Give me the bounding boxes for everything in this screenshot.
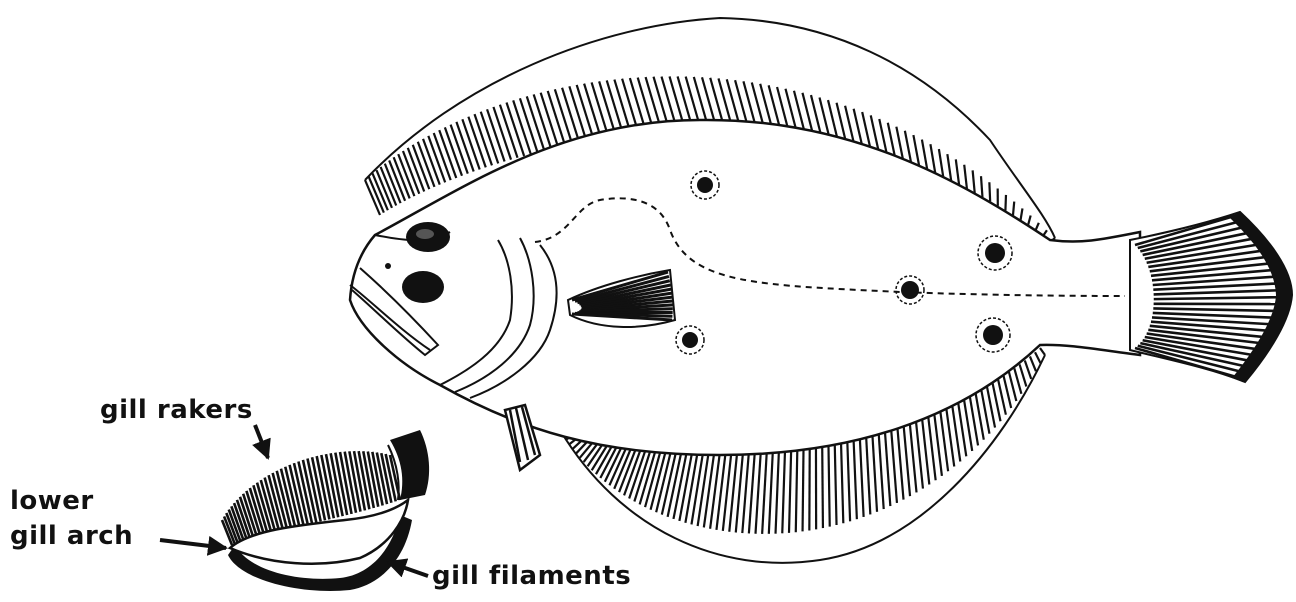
- anal-ray: [685, 450, 698, 523]
- anal-ray: [866, 435, 870, 515]
- anal-ray: [828, 443, 829, 527]
- anal-ray: [789, 448, 791, 533]
- dorsal-ray: [981, 176, 982, 197]
- anal-ray: [835, 442, 837, 525]
- anal-ray: [1020, 364, 1027, 386]
- anal-ray: [910, 422, 917, 493]
- anal-ray: [1040, 348, 1045, 355]
- dorsal-ray: [527, 96, 545, 150]
- anal-ray: [841, 440, 843, 523]
- anal-ray: [847, 439, 850, 521]
- dorsal-ray: [964, 165, 967, 189]
- anal-ray: [698, 451, 709, 526]
- anal-ray: [769, 450, 773, 534]
- anal-ray: [916, 419, 923, 488]
- anal-ray: [1035, 352, 1041, 363]
- anal-ray: [1025, 360, 1031, 378]
- anal-ray: [691, 451, 703, 525]
- anal-ray: [885, 430, 891, 506]
- dorsal-ray: [939, 149, 943, 178]
- dorsal-ray: [548, 91, 566, 146]
- anal-ray: [891, 428, 897, 503]
- gill-rakers-arrow: [255, 425, 268, 458]
- anal-ray: [897, 426, 903, 500]
- anal-ray: [879, 431, 884, 509]
- gill-filaments-label: gill filaments: [432, 562, 631, 590]
- dorsal-ray: [947, 154, 951, 181]
- fish-body-outline: [350, 120, 1140, 455]
- gill-rakers-label: gill rakers: [100, 396, 253, 424]
- anal-ray: [903, 424, 910, 496]
- dorsal-ray: [569, 86, 586, 142]
- lower-gill-arch-label-line2: gill arch: [10, 522, 133, 550]
- dorsal-ray: [534, 94, 552, 149]
- dorsal-ray: [577, 85, 594, 141]
- dorsal-ray: [1013, 202, 1014, 216]
- anal-ray: [742, 451, 749, 533]
- anal-ray: [776, 449, 779, 533]
- caudal-fin: [1130, 212, 1292, 382]
- anal-ray: [1014, 368, 1021, 394]
- anal-ray: [922, 417, 929, 484]
- gill-filaments-arrow: [388, 562, 428, 576]
- anal-ray: [822, 444, 823, 528]
- dorsal-ray: [1028, 215, 1031, 225]
- gill-arch-arrow: [160, 540, 226, 548]
- dorsal-ray: [930, 144, 935, 174]
- dorsal-ray: [973, 170, 975, 193]
- anal-ray: [1009, 372, 1016, 401]
- dorsal-ray: [541, 93, 559, 148]
- anal-ray: [749, 451, 755, 534]
- lower-eye: [402, 271, 444, 303]
- anal-ray: [796, 447, 798, 532]
- anal-ray: [860, 436, 864, 517]
- nostril: [385, 263, 391, 269]
- dorsal-ray: [1005, 195, 1006, 211]
- anal-ray: [762, 450, 767, 534]
- anal-ray: [782, 449, 785, 534]
- dorsal-ray: [956, 159, 959, 185]
- dorsal-ray: [520, 98, 538, 152]
- anal-ray: [872, 433, 877, 512]
- lower-gill-arch-label-line1: lower: [10, 487, 94, 515]
- anal-ray: [755, 451, 760, 534]
- dorsal-ray: [989, 182, 990, 201]
- dorsal-ray: [562, 88, 579, 144]
- anal-ray: [803, 447, 804, 532]
- anal-ray: [1030, 356, 1036, 371]
- dorsal-ray: [555, 89, 573, 144]
- anal-ray: [854, 438, 857, 519]
- dorsal-ray: [1020, 208, 1022, 220]
